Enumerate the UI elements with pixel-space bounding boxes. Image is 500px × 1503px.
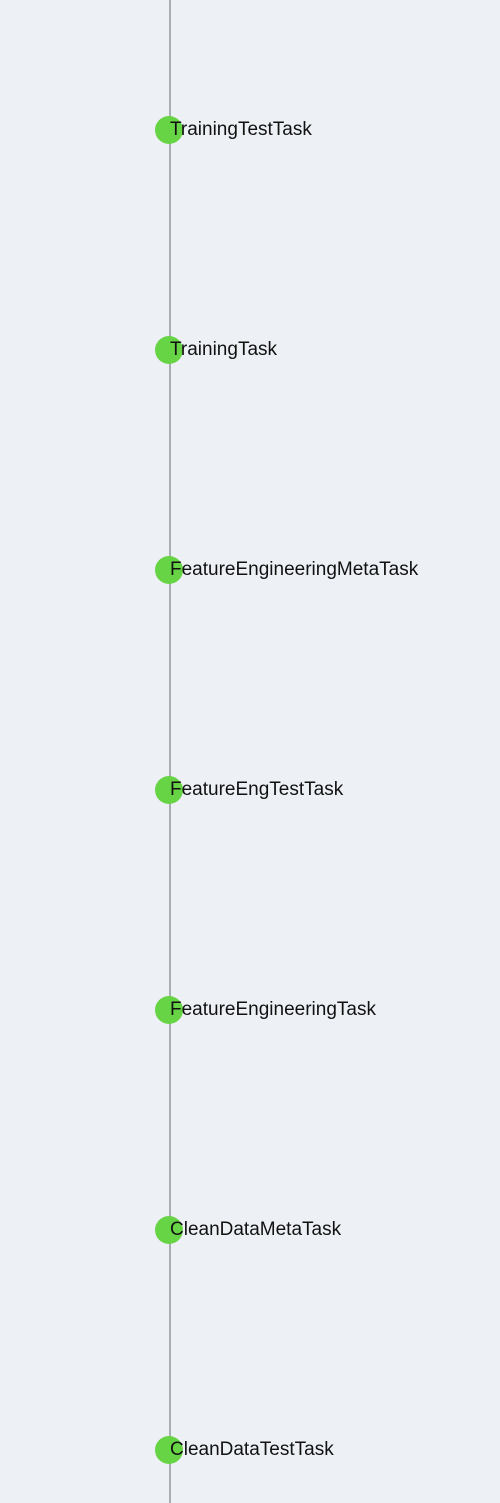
task-label: FeatureEngineeringMetaTask xyxy=(170,559,419,580)
task-label: CleanDataTestTask xyxy=(170,1439,334,1460)
timeline-connector-line xyxy=(169,0,171,1503)
status-dot-icon xyxy=(155,1436,183,1464)
task-node-clean-data-meta[interactable]: CleanDataMetaTask xyxy=(155,1215,495,1245)
task-label: FeatureEngTestTask xyxy=(170,779,344,800)
status-dot-icon xyxy=(155,556,183,584)
status-dot-icon xyxy=(155,1216,183,1244)
task-node-training[interactable]: TrainingTask xyxy=(155,335,495,365)
task-label: CleanDataMetaTask xyxy=(170,1219,342,1240)
task-label: TrainingTestTask xyxy=(170,119,312,140)
status-dot-icon xyxy=(155,776,183,804)
task-label: TrainingTask xyxy=(170,339,278,360)
status-dot-icon xyxy=(155,996,183,1024)
task-label: FeatureEngineeringTask xyxy=(170,999,376,1020)
task-node-feature-engineering[interactable]: FeatureEngineeringTask xyxy=(155,995,495,1025)
task-node-feature-engineering-meta[interactable]: FeatureEngineeringMetaTask xyxy=(155,555,495,585)
task-node-training-test[interactable]: TrainingTestTask xyxy=(155,115,495,145)
status-dot-icon xyxy=(155,336,183,364)
status-dot-icon xyxy=(155,116,183,144)
task-node-feature-eng-test[interactable]: FeatureEngTestTask xyxy=(155,775,495,805)
task-node-clean-data-test[interactable]: CleanDataTestTask xyxy=(155,1435,495,1465)
